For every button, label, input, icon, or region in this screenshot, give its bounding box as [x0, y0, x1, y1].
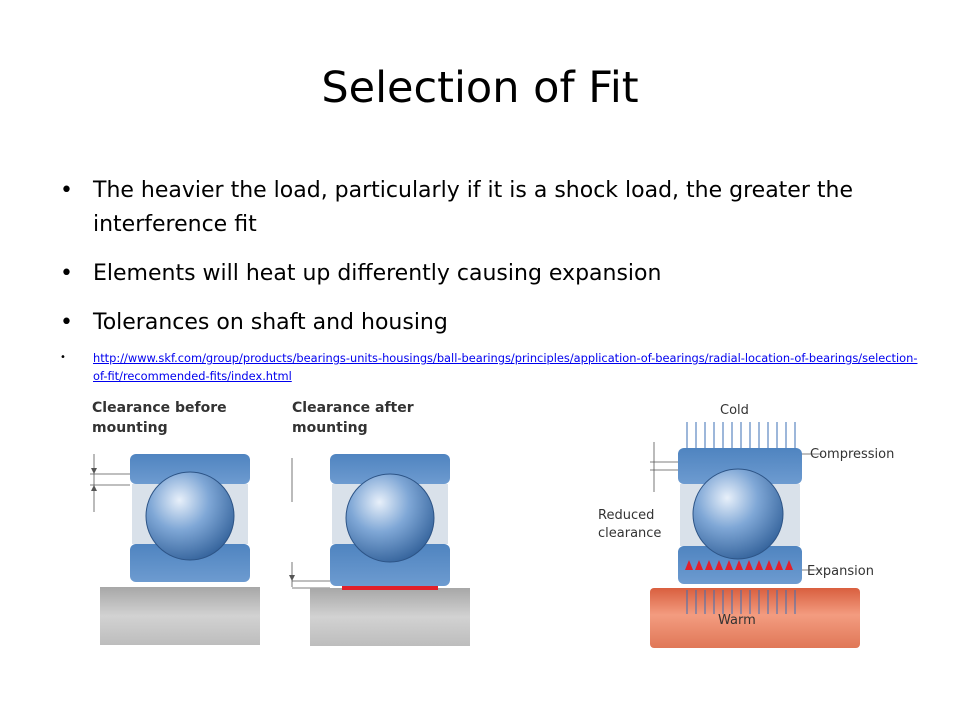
bullet-dot-icon: • [60, 310, 73, 335]
bullet-item: • The heavier the load, particularly if … [60, 174, 920, 242]
warm-shaft [650, 588, 860, 648]
label-reduced-clearance-2: clearance [598, 526, 661, 541]
label-clearance-before-1: Clearance before [92, 400, 227, 416]
bullet-text: Elements will heat up differently causin… [93, 261, 662, 286]
cold-arrows [686, 422, 796, 452]
bullet-dot-icon: • [60, 261, 73, 286]
warm-arrows [686, 590, 796, 614]
figure-clearance-mounting: Clearance before mounting Clearance afte… [90, 400, 470, 646]
interference-zone [342, 586, 438, 590]
bullet-item: • Elements will heat up differently caus… [60, 257, 920, 291]
link-bullet-item: • http://www.skf.com/group/products/bear… [60, 349, 920, 385]
outer-ring [678, 448, 802, 484]
slide-title: Selection of Fit [321, 63, 639, 113]
bullet-dot-icon: • [60, 352, 66, 363]
label-warm: Warm [718, 613, 756, 628]
expansion-arrows [685, 560, 793, 570]
bearing-before-mounting [90, 454, 260, 645]
label-reduced-clearance-1: Reduced [598, 508, 654, 523]
bullet-text: The heavier the load, particularly if it… [93, 178, 853, 237]
label-cold: Cold [720, 403, 749, 418]
bullet-item: • Tolerances on shaft and housing [60, 306, 920, 340]
label-clearance-after-2: mounting [292, 420, 368, 436]
bearing-after-mounting [289, 454, 470, 646]
ball [692, 468, 784, 560]
bullet-dot-icon: • [60, 178, 73, 203]
bullet-text: Tolerances on shaft and housing [93, 310, 448, 335]
label-clearance-before-2: mounting [92, 420, 168, 436]
label-clearance-after-1: Clearance after [292, 400, 414, 416]
skf-reference-link[interactable]: http://www.skf.com/group/products/bearin… [93, 351, 918, 383]
label-compression: Compression [810, 447, 894, 462]
figure-thermal-expansion: Cold Compression Reduced clearance Expan… [598, 403, 894, 648]
label-expansion: Expansion [807, 564, 874, 579]
bullet-list: • The heavier the load, particularly if … [60, 174, 920, 385]
